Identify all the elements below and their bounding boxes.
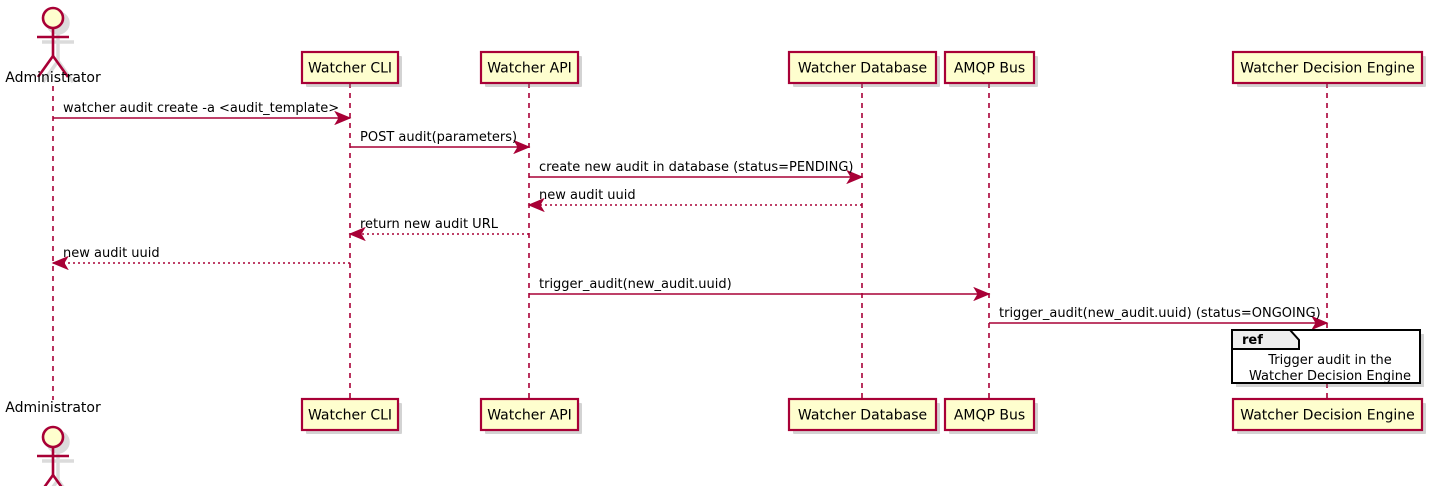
actor-stick-figure-icon xyxy=(37,425,69,486)
messages-group: watcher audit create -a <audit_template>… xyxy=(51,101,1329,331)
ref-header-shape xyxy=(1231,329,1300,350)
participant-watcher-database-bottom[interactable]: Watcher Database xyxy=(787,397,940,434)
message-label: create new audit in database (status=PEN… xyxy=(539,160,854,175)
participant-box xyxy=(300,397,400,432)
ref-keyword: ref xyxy=(1242,333,1263,348)
message-msg-8: trigger_audit(new_audit.uuid) (status=ON… xyxy=(989,306,1329,331)
message-label: watcher audit create -a <audit_template> xyxy=(63,101,339,116)
participant-box xyxy=(1231,50,1424,85)
participant-label: Watcher Decision Engine xyxy=(1240,61,1414,77)
actor-stick-figure-icon xyxy=(36,6,70,78)
participant-label: Watcher API xyxy=(487,408,572,424)
participant-box xyxy=(1231,397,1424,432)
actor-label: Administrator xyxy=(5,70,101,86)
participant-watcher-api-bottom[interactable]: Watcher API xyxy=(479,397,582,434)
participant-label: Watcher CLI xyxy=(308,408,392,424)
participant-watcher-decision-engine-top[interactable]: Watcher Decision Engine xyxy=(1231,50,1426,87)
ref-body-line: Watcher Decision Engine xyxy=(1249,369,1411,384)
participant-watcher-decision-engine-bottom[interactable]: Watcher Decision Engine xyxy=(1231,397,1426,434)
participants-bottom-group: Watcher CLI Watcher API Watcher Database AM… xyxy=(300,397,1426,434)
message-msg-5: return new audit URL xyxy=(348,217,529,242)
participant-watcher-api-top[interactable]: Watcher API xyxy=(479,50,582,87)
participant-box xyxy=(787,50,938,85)
participant-label: Watcher Database xyxy=(798,61,927,77)
participant-label: Watcher CLI xyxy=(308,61,392,77)
participant-box xyxy=(787,397,938,432)
participant-watcher-database-top[interactable]: Watcher Database xyxy=(787,50,940,87)
message-label: return new audit URL xyxy=(360,217,499,232)
message-msg-6: new audit uuid xyxy=(51,246,350,271)
message-msg-7: trigger_audit(new_audit.uuid) xyxy=(529,277,991,302)
participant-amqp-bus-bottom[interactable]: AMQP Bus xyxy=(943,397,1038,434)
participant-box xyxy=(943,50,1036,85)
message-label: new audit uuid xyxy=(63,246,160,261)
message-label: trigger_audit(new_audit.uuid) (status=ON… xyxy=(999,306,1321,321)
participant-label: Watcher Database xyxy=(798,408,927,424)
actor-label: Administrator xyxy=(5,400,101,416)
participant-label: AMQP Bus xyxy=(954,61,1025,77)
message-label: new audit uuid xyxy=(539,188,636,203)
lifelines-group xyxy=(52,83,1328,400)
ref-body-line: Trigger audit in the xyxy=(1267,353,1392,368)
participant-amqp-bus-top[interactable]: AMQP Bus xyxy=(943,50,1038,87)
message-msg-3: create new audit in database (status=PEN… xyxy=(529,160,864,185)
message-msg-1: watcher audit create -a <audit_template> xyxy=(53,101,352,126)
participant-watcher-cli-top[interactable]: Watcher CLI xyxy=(300,50,402,87)
participant-box xyxy=(300,50,400,85)
participant-label: Watcher Decision Engine xyxy=(1240,408,1414,424)
message-msg-4: new audit uuid xyxy=(527,188,862,213)
participant-label: AMQP Bus xyxy=(954,408,1025,424)
message-msg-2: POST audit(parameters) xyxy=(350,130,531,155)
participant-box xyxy=(479,397,580,432)
participant-label: Watcher API xyxy=(487,61,572,77)
actor-administrator[interactable]: Administrator xyxy=(5,6,101,86)
message-label: POST audit(parameters) xyxy=(360,130,517,145)
participant-box xyxy=(943,397,1036,432)
participants-top-group: Watcher CLI Watcher API Watcher Database AM… xyxy=(300,50,1426,87)
participant-box xyxy=(479,50,580,85)
actor-administrator[interactable]: Administrator xyxy=(5,400,101,486)
participant-watcher-cli-bottom[interactable]: Watcher CLI xyxy=(300,397,402,434)
message-label: trigger_audit(new_audit.uuid) xyxy=(539,277,732,292)
